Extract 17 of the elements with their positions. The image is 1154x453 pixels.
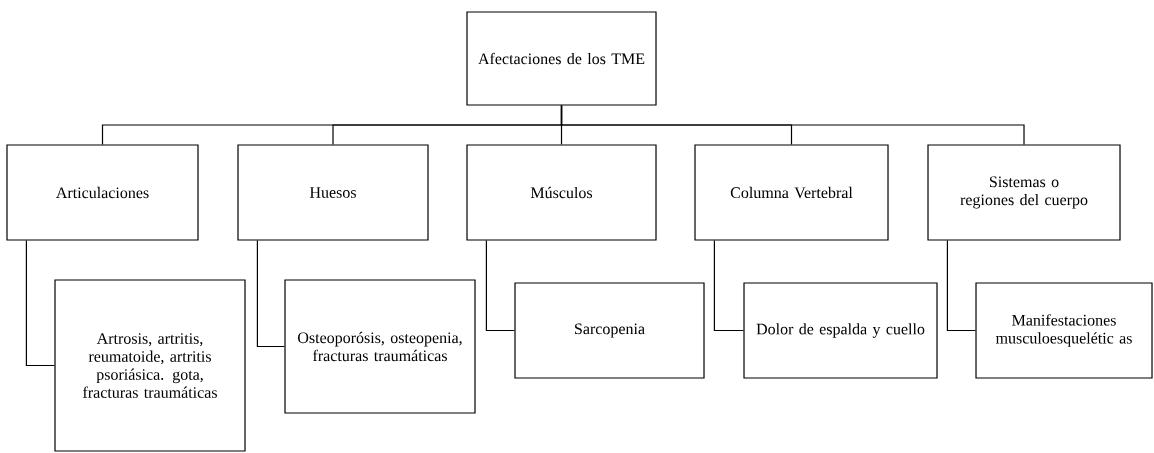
detail-box: Manifestaciones musculoesquelétic as [975, 282, 1153, 379]
detail-box: Artrosis, artritis, reumatoide, artritis psoriásica. gota, fracturas traumáticas [54, 279, 246, 452]
connector-line [256, 240, 285, 348]
category-box: Huesos [237, 144, 429, 241]
root-box: Afectaciones de los TME [466, 11, 657, 106]
category-box: Sistemas o regiones del cuerpo [927, 144, 1121, 241]
connector-line [560, 105, 1025, 145]
connector-line [713, 240, 744, 332]
detail-box: Dolor de espalda y cuello [743, 282, 938, 379]
category-box: Columna Vertebral [694, 144, 889, 241]
connector-line [25, 240, 55, 367]
category-box: Articulaciones [6, 144, 199, 241]
connector-line [946, 240, 976, 332]
category-box: Músculos [466, 144, 657, 241]
detail-box: Sarcopenia [514, 282, 705, 379]
detail-box: Osteoporósis, osteopenia, fracturas traumáticas [284, 279, 476, 414]
connector-line [485, 240, 515, 332]
